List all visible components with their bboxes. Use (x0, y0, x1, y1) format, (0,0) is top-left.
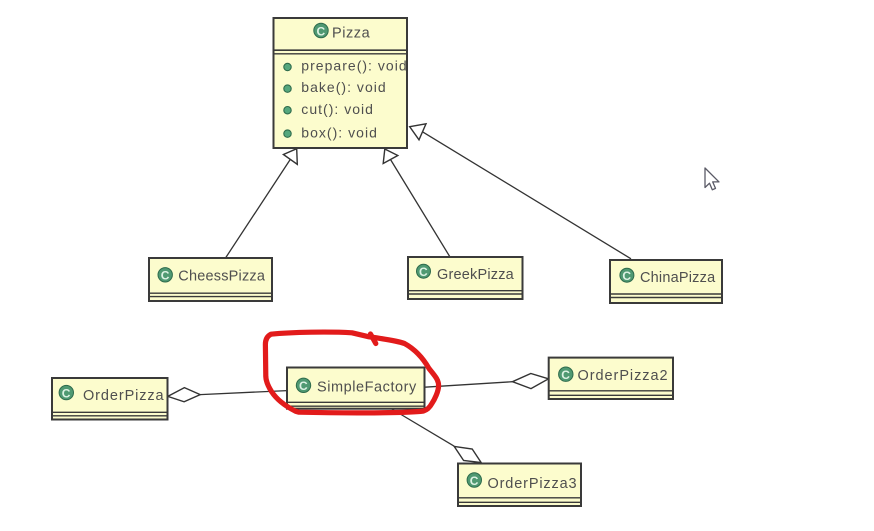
svg-text:CheessPizza: CheessPizza (178, 269, 266, 285)
svg-text:OrderPizza2: OrderPizza2 (578, 368, 669, 384)
svg-text:C: C (161, 269, 170, 283)
svg-text:bake(): void: bake(): void (301, 79, 386, 95)
svg-text:prepare(): void: prepare(): void (301, 58, 407, 74)
svg-text:ChinaPizza: ChinaPizza (640, 270, 716, 286)
svg-text:C: C (622, 269, 631, 283)
svg-text:C: C (561, 368, 570, 382)
svg-text:GreekPizza: GreekPizza (437, 267, 515, 283)
svg-text:OrderPizza3: OrderPizza3 (488, 476, 578, 492)
svg-text:SimpleFactory: SimpleFactory (317, 379, 417, 395)
svg-text:C: C (62, 386, 71, 400)
svg-text:OrderPizza: OrderPizza (83, 388, 165, 404)
svg-text:C: C (419, 265, 428, 279)
svg-text:C: C (299, 379, 308, 393)
svg-text:C: C (317, 24, 326, 38)
svg-text:C: C (470, 474, 479, 488)
svg-text:Pizza: Pizza (332, 26, 371, 42)
svg-text:cut(): void: cut(): void (301, 101, 374, 117)
svg-text:box(): void: box(): void (301, 124, 378, 140)
